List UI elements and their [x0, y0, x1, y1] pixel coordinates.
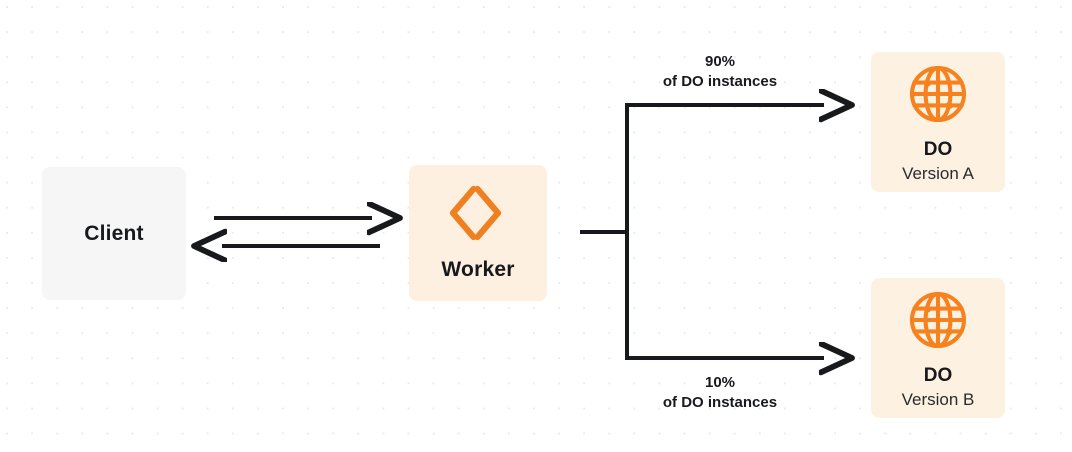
- node-client-label: Client: [84, 221, 144, 245]
- node-worker-label: Worker: [441, 258, 515, 281]
- edge-label-do-a-caption: of DO instances: [662, 72, 778, 90]
- node-client[interactable]: Client: [42, 167, 186, 300]
- node-do-a-sublabel: Version A: [902, 163, 974, 183]
- node-do-version-a[interactable]: DO Version A: [871, 52, 1005, 192]
- node-do-b-label: DO: [923, 364, 953, 386]
- edge-label-do-b: 10% of DO instances: [614, 373, 826, 413]
- edge-label-do-a: 90% of DO instances: [614, 52, 826, 92]
- globe-icon: [907, 63, 969, 125]
- node-do-a-label: DO: [923, 138, 953, 160]
- node-worker[interactable]: Worker: [409, 165, 547, 301]
- node-do-version-b[interactable]: DO Version B: [871, 278, 1005, 418]
- globe-icon: [907, 289, 969, 351]
- cloudflare-workers-icon: [447, 184, 509, 242]
- branch-trunk: [580, 105, 629, 358]
- edge-label-do-a-percent: 90%: [704, 53, 736, 70]
- node-do-b-sublabel: Version B: [901, 389, 975, 409]
- edge-label-do-b-caption: of DO instances: [662, 393, 778, 411]
- edge-label-do-b-percent: 10%: [704, 374, 736, 391]
